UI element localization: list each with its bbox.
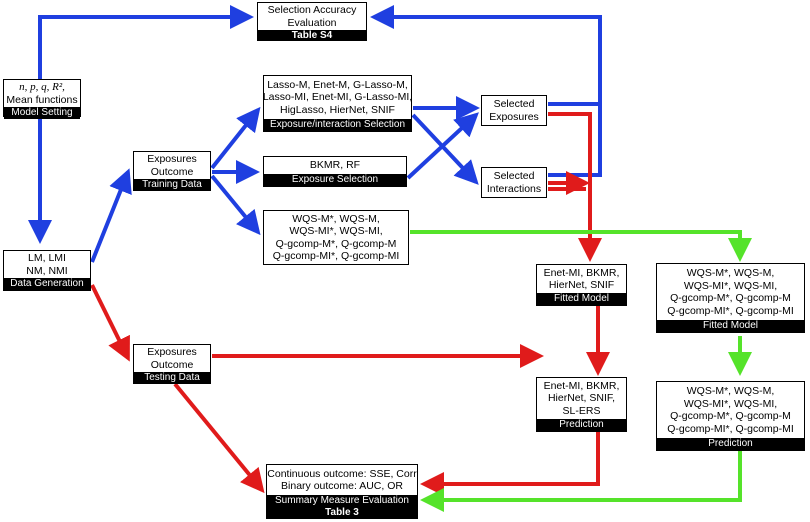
datagen-line1: LM, LMI	[28, 252, 66, 264]
testing-line2: Outcome	[150, 358, 194, 371]
arrow-exposures-to-fitted	[548, 112, 602, 262]
fitted-model-left-box: Enet-MI, BKMR, HierNet, SNIF Fitted Mode…	[536, 264, 627, 306]
arrow-training-to-wqs	[210, 174, 261, 236]
training-line1: Exposures	[147, 153, 197, 165]
arrow-expsel-to-exposures	[406, 112, 479, 180]
fitted-left-label: Fitted Model	[537, 293, 626, 305]
selected-interactions-line1: Selected	[493, 170, 535, 182]
datagen-label: Data Generation	[4, 278, 90, 290]
eis-line3: HigLasso, HierNet, SNIF	[280, 103, 395, 116]
testing-label: Testing Data	[134, 372, 210, 384]
prediction-left-line1: Enet-MI, BKMR,	[543, 379, 620, 392]
prediction-left-box: Enet-MI, BKMR, HierNet, SNIF, SL-ERS Pre…	[536, 377, 627, 432]
es-line1: BKMR, RF	[309, 159, 361, 172]
summary-measure-box: Continuous outcome: SSE, Corr Binary out…	[266, 464, 418, 519]
selection-accuracy-table: Table S4	[258, 30, 366, 41]
fitted-right-line4: Q-gcomp-MI*, Q-gcomp-MI	[667, 304, 794, 317]
training-data-box: Exposures Outcome Training Data	[133, 151, 211, 191]
wqs-line2: WQS-MI*, WQS-MI,	[289, 225, 383, 237]
fitted-left-line1: Enet-MI, BKMR,	[543, 266, 620, 279]
selected-interactions-line2: Interactions	[486, 182, 542, 195]
arrow-datagen-to-training	[90, 168, 132, 263]
data-generation-box: LM, LMI NM, NMI Data Generation	[3, 250, 91, 291]
model-setting-params: n, p, q, R²,	[19, 81, 65, 93]
wqs-line3: Q-gcomp-M*, Q-gcomp-M	[275, 237, 397, 250]
fitted-right-line2: WQS-MI*, WQS-MI,	[683, 279, 778, 292]
arrow-datagen-to-testing	[90, 284, 130, 362]
selected-exposures-line1: Selected	[493, 98, 535, 110]
selected-interactions-box: Selected Interactions	[481, 167, 547, 198]
arrow-training-to-selection	[210, 106, 261, 170]
prediction-right-line4: Q-gcomp-MI*, Q-gcomp-MI	[667, 422, 794, 435]
summary-label: Summary Measure Evaluation	[267, 495, 417, 507]
arrow-prediction-to-summary-right	[420, 440, 742, 512]
wqs-line4: Q-gcomp-MI*, Q-gcomp-MI	[272, 250, 400, 262]
arrow-sel-to-interactions	[411, 113, 479, 185]
prediction-right-box: WQS-M*, WQS-M, WQS-MI*, WQS-MI, Q-gcomp-…	[656, 381, 805, 451]
testing-line1: Exposures	[147, 346, 197, 358]
fitted-right-label: Fitted Model	[657, 320, 804, 332]
datagen-line2: NM, NMI	[26, 264, 68, 277]
training-label: Training Data	[134, 179, 210, 191]
training-line2: Outcome	[150, 165, 194, 178]
prediction-right-line1: WQS-M*, WQS-M,	[686, 385, 775, 397]
eis-label: Exposure/interaction Selection	[264, 119, 411, 131]
model-setting-label: Model Setting	[4, 107, 80, 119]
selected-exposures-box: Selected Exposures	[481, 95, 547, 126]
summary-line2: Binary outcome: AUC, OR	[281, 480, 403, 492]
eis-line1: Lasso-M, Enet-M, G-Lasso-M,	[267, 78, 408, 91]
arrow-interactions-to-accuracy	[548, 104, 602, 177]
arrow-wqs-to-fitted-right	[410, 230, 752, 262]
prediction-right-line2: WQS-MI*, WQS-MI,	[683, 397, 778, 410]
model-setting-box: n, p, q, R², Mean functions Model Settin…	[3, 79, 81, 119]
summary-line1: Continuous outcome: SSE, Corr	[267, 467, 417, 480]
model-setting-mean-functions: Mean functions	[6, 93, 78, 106]
prediction-right-label: Prediction	[657, 438, 804, 450]
prediction-left-line3: SL-ERS	[562, 404, 601, 417]
testing-data-box: Exposures Outcome Testing Data	[133, 344, 211, 384]
fitted-right-line1: WQS-M*, WQS-M,	[686, 267, 775, 279]
fitted-left-line2: HierNet, SNIF	[548, 279, 615, 291]
selection-accuracy-line1: Selection Accuracy	[267, 4, 357, 16]
prediction-right-line3: Q-gcomp-M*, Q-gcomp-M	[670, 410, 791, 422]
selection-accuracy-box: Selection Accuracy Evaluation Table S4	[257, 2, 367, 41]
wqs-line1: WQS-M*, WQS-M,	[292, 212, 380, 225]
prediction-left-line2: HierNet, SNIF,	[547, 392, 616, 405]
es-label: Exposure Selection	[264, 174, 406, 186]
exposure-selection-box: BKMR, RF Exposure Selection	[263, 156, 407, 187]
fitted-model-right-box: WQS-M*, WQS-M, WQS-MI*, WQS-MI, Q-gcomp-…	[656, 263, 805, 333]
exposure-interaction-selection-box: Lasso-M, Enet-M, G-Lasso-M, Lasso-MI, En…	[263, 75, 412, 132]
selection-accuracy-line2: Evaluation	[287, 16, 337, 29]
selected-exposures-line2: Exposures	[489, 110, 539, 123]
arrow-exposures-to-accuracy	[370, 5, 602, 106]
arrow-testing-to-summary	[173, 382, 265, 494]
wqs-models-box: WQS-M*, WQS-M, WQS-MI*, WQS-MI, Q-gcomp-…	[263, 210, 409, 265]
prediction-left-label: Prediction	[537, 419, 626, 431]
arrow-prediction-to-summary	[420, 432, 600, 496]
eis-line2: Lasso-MI, Enet-MI, G-Lasso-MI,	[262, 91, 413, 104]
fitted-right-line3: Q-gcomp-M*, Q-gcomp-M	[670, 292, 791, 304]
summary-table: Table 3	[267, 507, 417, 518]
arrow-model-to-accuracy	[38, 5, 254, 80]
